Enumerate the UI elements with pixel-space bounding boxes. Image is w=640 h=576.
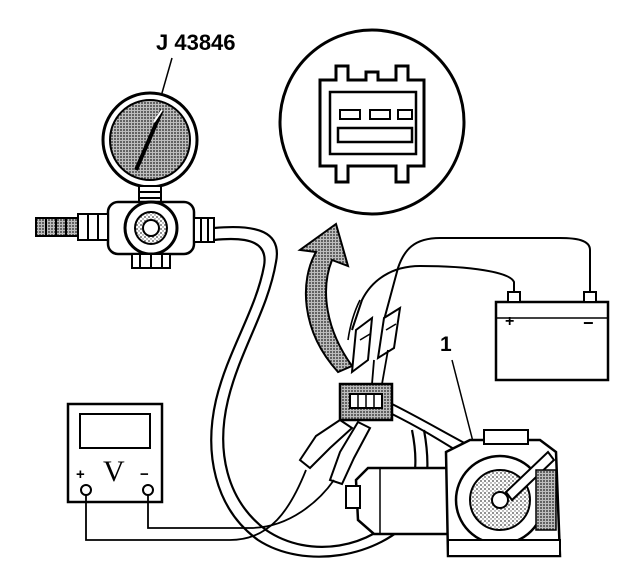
battery-negative-label: − <box>583 313 594 333</box>
tool-number-label: J 43846 <box>156 30 236 55</box>
voltmeter-negative-label: − <box>140 466 149 483</box>
voltmeter-positive-label: + <box>76 466 85 483</box>
fuel-pump-motor <box>345 359 562 558</box>
item-number-label: 1 <box>440 333 452 356</box>
voltmeter <box>66 402 164 504</box>
pressure-gauge-tool <box>35 57 215 269</box>
battery-leads <box>347 237 591 341</box>
voltmeter-symbol: V <box>103 455 125 488</box>
battery <box>494 291 610 382</box>
curved-arrow <box>297 222 354 374</box>
connector-closeup <box>278 28 466 216</box>
jumper-leads <box>298 306 471 486</box>
battery-positive-label: + <box>505 313 515 330</box>
voltmeter-leads <box>85 469 335 541</box>
